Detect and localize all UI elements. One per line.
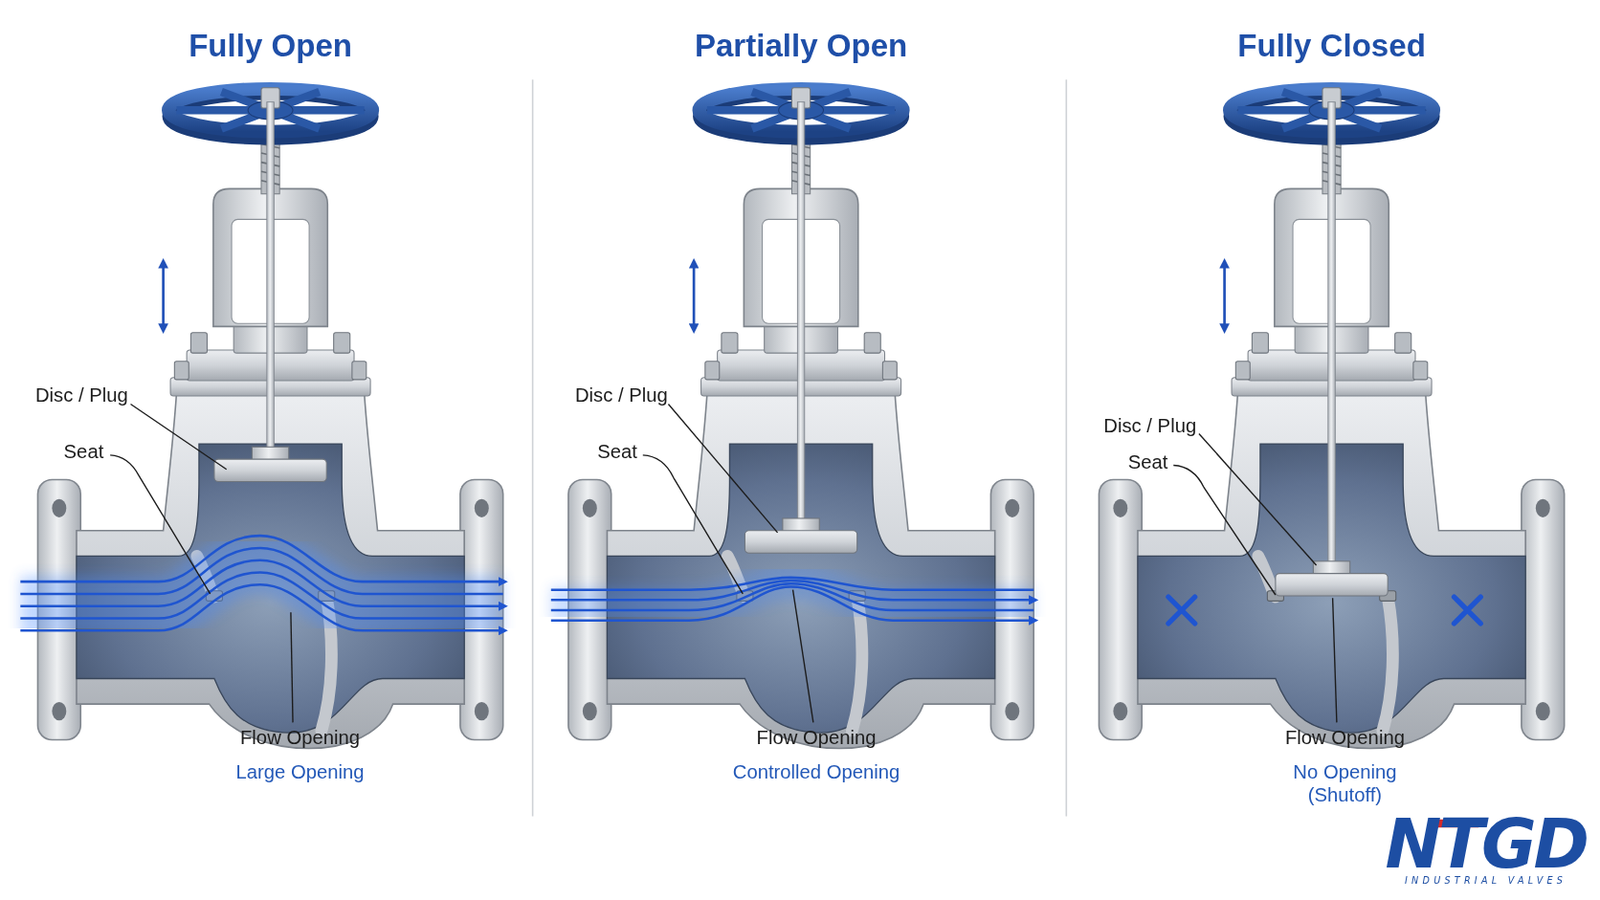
flow-line [20, 560, 503, 607]
valve-partial [568, 88, 1034, 750]
panel-divider [533, 79, 1067, 817]
panel-title: Partially Open [694, 27, 908, 65]
valve-disc [744, 518, 857, 554]
flow-line [551, 577, 1034, 622]
leader-line [667, 403, 778, 533]
flow-glow [551, 581, 1034, 606]
leader-line [793, 590, 814, 724]
leader-line [110, 455, 211, 595]
flow-line [20, 535, 503, 582]
part-label: Disc / Plug [35, 384, 129, 407]
flow-line [20, 573, 503, 620]
part-label: Seat [1128, 451, 1169, 474]
panel-title: Fully Closed [1237, 27, 1426, 65]
flow-glow [551, 581, 1034, 606]
blocked-mark [1168, 597, 1196, 624]
panel-divider [532, 79, 534, 817]
valve-stem [797, 102, 804, 534]
flow-line [20, 584, 503, 631]
state-note: No Opening (Shutoff) [1283, 761, 1406, 807]
part-label: Flow Opening [240, 727, 360, 750]
leader-line [290, 612, 293, 723]
brand-logo: NTGD [1384, 806, 1586, 885]
valve-stem [266, 102, 274, 463]
panel-divider [1066, 79, 1068, 817]
brand-tagline: INDUSTRIAL VALVES [1404, 875, 1567, 887]
valve-closed [1098, 88, 1564, 750]
part-label: Seat [597, 441, 638, 464]
flow-line [20, 535, 503, 631]
motion-arrow [692, 263, 696, 329]
motion-arrow [161, 263, 165, 329]
part-label: Flow Opening [756, 727, 877, 750]
leader-line [1333, 598, 1337, 723]
state-note: Large Opening [235, 761, 364, 784]
leader-line [643, 455, 744, 595]
valve-disc [1275, 574, 1388, 597]
blocked-mark [1168, 597, 1481, 624]
valve-disc [214, 446, 327, 482]
leader-line [1199, 433, 1317, 566]
valve-stem [1328, 102, 1335, 577]
part-label: Seat [64, 441, 105, 464]
flow-line [551, 586, 1034, 621]
valve-open [37, 88, 503, 750]
leader-line [130, 403, 226, 469]
valve-disc [1275, 561, 1388, 597]
valve-open [20, 88, 503, 750]
leader-line [1173, 466, 1276, 596]
blocked-mark [1454, 597, 1482, 624]
valve-closed [1098, 88, 1564, 750]
panel-title: Fully Open [188, 27, 353, 65]
part-label: Flow Opening [1285, 727, 1405, 750]
leader-line [110, 403, 1337, 723]
valve-disc [214, 459, 327, 482]
flow-line [20, 548, 503, 595]
valve-partial [551, 88, 1034, 750]
part-label: Disc / Plug [575, 384, 668, 407]
state-note: Controlled Opening [733, 761, 901, 784]
part-label: Disc / Plug [1103, 415, 1197, 438]
valve-disc [744, 531, 857, 554]
motion-arrow [1222, 263, 1226, 329]
